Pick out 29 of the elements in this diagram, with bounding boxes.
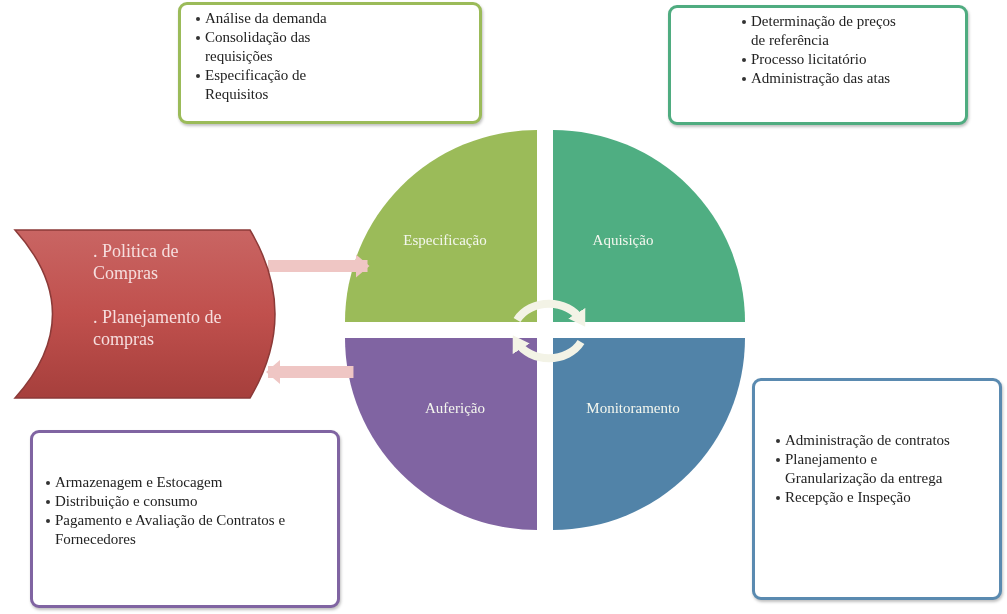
bullet-list-box: [752, 378, 1002, 600]
sector-label: Auferição: [425, 399, 485, 417]
bullet-item: Recepção e Inspeção: [775, 488, 955, 507]
block-arrow: [266, 360, 354, 384]
input-text: . Politica de Compras: [93, 240, 180, 284]
bullet-item: Análise da demanda: [195, 9, 365, 28]
bullet-list-box: [30, 430, 340, 608]
sector-label: Especificação: [403, 231, 487, 249]
bullet-item: Consolidação das requisições: [195, 28, 365, 66]
bullet-item: Pagamento e Avaliação de Contratos e Fornecedores: [45, 511, 290, 549]
input-text: . Planejamento de compras: [93, 306, 223, 350]
bullet-item: Especificação de Requisitos: [195, 66, 365, 104]
quadrant-sector: [553, 130, 745, 322]
sector-label: Monitoramento: [586, 399, 680, 417]
bullet-item: Armazenagem e Estocagem: [45, 473, 290, 492]
bullet-item: Planejamento e Granularização da entrega: [775, 450, 955, 488]
bullet-list-box: [668, 5, 968, 125]
bullet-item: Distribuição e consumo: [45, 492, 290, 511]
bullet-item: Administração das atas: [741, 69, 911, 88]
block-arrow: [268, 254, 370, 278]
bullet-item: Determinação de preços de referência: [741, 12, 911, 50]
bullet-list-box: [178, 2, 482, 124]
sector-label: Aquisição: [592, 231, 654, 249]
quadrant-sector: [345, 338, 537, 530]
bullet-item: Processo licitatório: [741, 50, 911, 69]
bullet-item: Administração de contratos: [775, 431, 955, 450]
quadrant-sector: [345, 130, 537, 322]
curved-arrow: [513, 299, 586, 327]
curved-arrow: [512, 335, 585, 363]
